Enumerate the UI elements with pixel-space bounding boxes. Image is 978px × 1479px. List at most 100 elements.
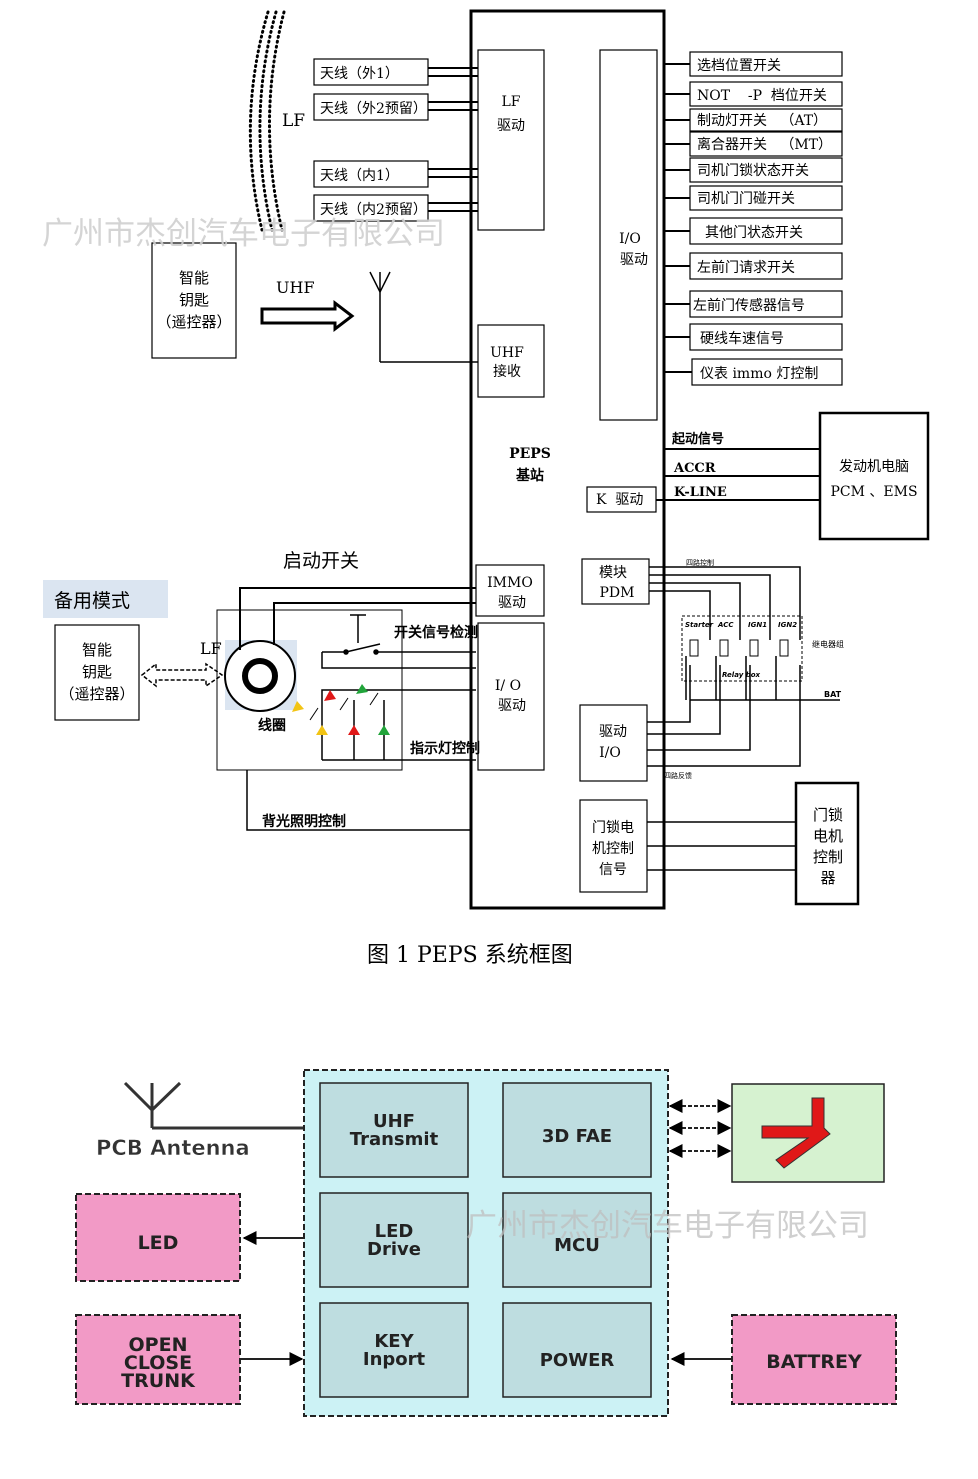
backup-key-line-2: 钥匙: [82, 663, 112, 681]
watermark-top: 广州市杰创汽车电子有限公司: [42, 216, 445, 252]
smart-key-line-1: 智能: [179, 269, 209, 287]
backup-lf-arrow-icon: [140, 662, 224, 688]
engine-ecu-box: [818, 411, 930, 541]
pcb-antenna-label: PCB Antenna: [96, 1136, 250, 1160]
module-3d-fae: [502, 1082, 652, 1178]
relay-coils: [689, 639, 789, 657]
io-input-other-door: 其他门状态开关: [705, 225, 803, 241]
k-drive-label: K 驱动: [596, 492, 643, 508]
io-input-lf-request: 左前门请求开关: [697, 259, 795, 276]
lock-ctrl-line-2: 电机: [813, 827, 843, 845]
fae-label: 3D FAE: [542, 1126, 612, 1147]
trunk-line-1: OPEN: [129, 1334, 188, 1356]
signal-start: 起动信号: [671, 431, 724, 447]
uhf-receive-box: [477, 324, 545, 398]
fig2-led-box: [75, 1193, 241, 1282]
led-green-icon-2: [356, 684, 368, 694]
door-lock-signal-line-2: 机控制: [592, 841, 634, 857]
drive-io-box: [579, 704, 648, 782]
door-lock-lines: [647, 821, 796, 871]
module-mcu: [502, 1192, 652, 1288]
door-lock-signal-line-1: 门锁电: [592, 820, 634, 836]
led-red-icon-2: [324, 690, 336, 701]
io-input-not-p: NOT -P 档位开关: [697, 88, 827, 104]
drive-io-line-2: I/O: [599, 745, 621, 761]
pdm-line-2: PDM: [600, 585, 635, 601]
immo-drive-line-2: 驱动: [498, 595, 526, 611]
module-key-inport: [319, 1302, 469, 1398]
relay-acc: ACC: [717, 621, 734, 629]
relay-box: [681, 615, 803, 682]
relay-ign2: IGN2: [778, 621, 797, 629]
fig2-led-label: LED: [138, 1232, 179, 1254]
io-drive-box: [599, 49, 658, 421]
lf-waves: [248, 10, 286, 232]
led-drive-line-1: LED: [375, 1221, 414, 1242]
led-red-icon: [348, 725, 360, 735]
trunk-line-3: TRUNK: [121, 1370, 196, 1392]
indicator-leds: [321, 689, 476, 761]
feedback-lines: [647, 665, 801, 767]
io-drive-lower-line-2: 驱动: [498, 698, 526, 714]
lock-ctrl-line-4: 器: [820, 869, 835, 887]
signal-kline: K-LINE: [674, 485, 727, 500]
base-station-line-1: PEPS: [509, 446, 551, 462]
signal-accr: ACCR: [673, 461, 716, 476]
mcu-label: MCU: [554, 1235, 600, 1256]
lf-drive-line-2: 驱动: [497, 118, 525, 134]
led-yellow-icon-2: [292, 701, 304, 712]
backup-mode-bg: [43, 580, 168, 618]
io-input-lines: [664, 63, 692, 373]
led-emit-lines: [309, 692, 379, 721]
start-switch-title: 启动开关: [283, 550, 359, 572]
uhf-transmit-line-1: UHF: [373, 1111, 415, 1132]
io-drive-lower-line-1: I/ O: [495, 678, 521, 694]
antenna-outer-2: 天线（外2预留）: [320, 101, 427, 117]
smart-key-line-3: （遥控器）: [156, 313, 231, 331]
ecu-line-2: PCM 、EMS: [830, 484, 917, 500]
uhf-label: UHF: [276, 278, 315, 297]
base-station-line-2: 基站: [516, 467, 544, 484]
fae-antenna-shape-icon: [761, 1097, 831, 1169]
backup-mode-label: 备用模式: [54, 590, 130, 612]
io-input-driver-door: 司机门门碰开关: [697, 191, 795, 207]
door-lock-signal-line-3: 信号: [599, 862, 627, 878]
backup-key-box: [54, 624, 140, 721]
switch-detect-label: 开关信号检测: [394, 624, 478, 641]
peps-base-station-box: [469, 9, 666, 910]
antenna-inner-1-box: [313, 160, 429, 188]
led-drive-line-2: Drive: [367, 1239, 421, 1260]
io-input-immo-lamp: 仪表 immo 灯控制: [700, 366, 818, 382]
lf-drive-box: [477, 49, 545, 231]
watermark-bottom: 广州市杰创汽车电子有限公司: [466, 1208, 869, 1244]
fae-double-arrows: [668, 1099, 732, 1158]
bat-label: BAT: [824, 690, 842, 699]
lf-drive-line-1: LF: [501, 94, 520, 110]
fig2-battery-box: [731, 1314, 897, 1405]
io-drive-line-2: 驱动: [620, 252, 648, 268]
io-input-gear-position: 选档位置开关: [697, 58, 781, 74]
io-input-driver-lock: 司机门锁状态开关: [697, 163, 809, 179]
uhf-receive-line-1: UHF: [490, 345, 524, 361]
lf-label: LF: [282, 111, 305, 131]
io-drive-line-1: I/O: [619, 231, 641, 247]
smart-key-line-2: 钥匙: [179, 291, 209, 309]
trunk-line-2: CLOSE: [124, 1352, 192, 1374]
backup-key-line-3: （遥控器）: [59, 685, 134, 703]
module-power: [502, 1302, 652, 1398]
pdm-box: [581, 558, 650, 605]
relay-group-label: 继电器组: [812, 639, 844, 649]
backlight-line: [246, 770, 471, 831]
io-input-speed: 硬线车速信号: [700, 330, 784, 347]
backup-lf-label: LF: [200, 639, 222, 658]
io-input-lf-sensor: 左前门传感器信号: [693, 297, 805, 314]
figure-2: PCB Antenna UHF Transmit 3D FAE LED Driv…: [75, 1069, 897, 1417]
lock-ctrl-line-1: 门锁: [813, 806, 843, 824]
immo-drive-line-1: IMMO: [487, 575, 533, 591]
led-yellow-icon: [316, 725, 328, 735]
backup-key-line-1: 智能: [82, 641, 112, 659]
switch-icon: [321, 614, 476, 669]
antenna-outer-2-box: [313, 93, 429, 121]
relay-starter: Starter: [685, 621, 714, 629]
